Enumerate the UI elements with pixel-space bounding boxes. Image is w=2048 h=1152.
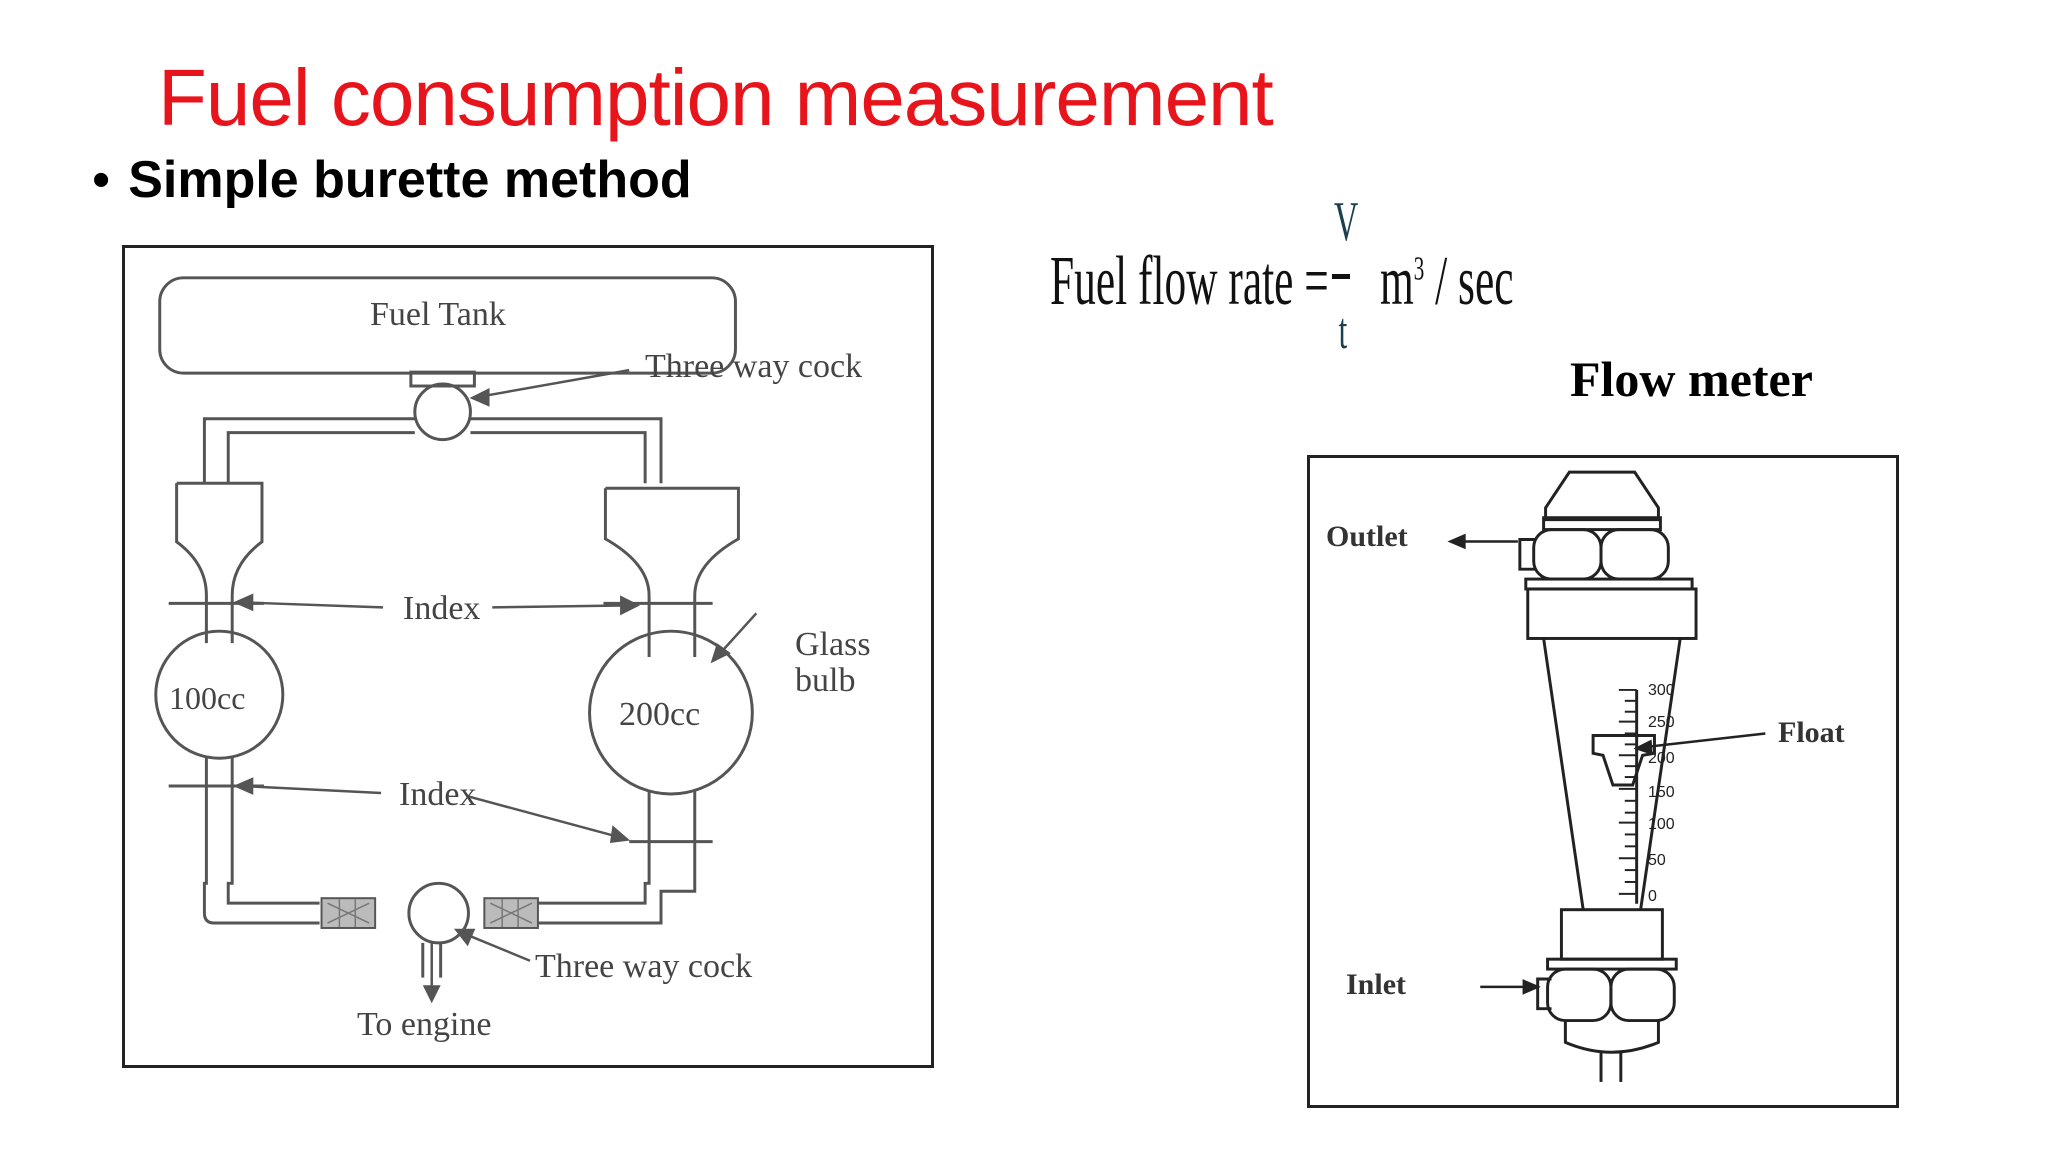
scale-250: 250: [1648, 714, 1675, 731]
top-three-way-cock: [413, 382, 472, 442]
bulb-200cc-label: 200cc: [619, 696, 701, 733]
bullet-symbol: •: [92, 151, 111, 209]
formula-unit: m3 / sec: [1380, 242, 1513, 322]
burette-diagram: Fuel Tank Three way cock Index Glass bul…: [122, 245, 934, 1068]
flow-meter-diagram: Outlet Inlet Float 300 250 200 150 100 5…: [1307, 455, 1899, 1108]
scale-0: 0: [1648, 888, 1657, 905]
fuel-flow-rate-formula: Fuel flow rate = V t m3 / sec: [1050, 190, 1530, 370]
filter-right: [483, 897, 539, 929]
slide-title: Fuel consumption measurement: [158, 53, 1274, 142]
bulb-100cc: [154, 629, 285, 760]
outlet-nut-right: [1599, 528, 1670, 581]
flow-meter-title: Flow meter: [1570, 351, 1813, 407]
float-label: Float: [1778, 716, 1845, 749]
formula-unit-base: m: [1380, 243, 1414, 320]
bullet-text: Simple burette method: [128, 151, 692, 209]
inlet-nut-right: [1609, 967, 1676, 1023]
inlet-label: Inlet: [1346, 968, 1406, 1001]
scale-300: 300: [1648, 682, 1675, 699]
inlet-nut-left: [1546, 967, 1613, 1023]
fuel-tank-label: Fuel Tank: [370, 296, 506, 333]
formula-lhs: Fuel flow rate =: [1050, 243, 1329, 320]
index-top-label: Index: [403, 590, 481, 627]
upper-collar: [1526, 587, 1698, 640]
bullet-item: • Simple burette method: [92, 150, 692, 210]
bottom-three-way-cock: [407, 881, 470, 945]
three-way-cock-bottom-label: Three way cock: [535, 948, 753, 985]
formula-numerator: V: [1334, 191, 1359, 253]
formula-fraction-bar: [1332, 274, 1350, 279]
formula-denominator: t: [1338, 303, 1348, 360]
outlet-nut-left: [1532, 528, 1603, 581]
glass-bulb-label-line2: bulb: [795, 662, 856, 699]
bulb-200cc: [588, 629, 754, 796]
index-bottom-label: Index: [399, 776, 477, 813]
scale-150: 150: [1648, 784, 1675, 801]
three-way-cock-top-label: Three way cock: [645, 348, 863, 385]
scale-200: 200: [1648, 750, 1675, 767]
flow-meter-drawing: [1447, 470, 1766, 1082]
scale-50: 50: [1648, 852, 1666, 869]
glass-bulb-label-line1: Glass: [795, 626, 871, 663]
formula-unit-rest: / sec: [1424, 243, 1514, 320]
float: [1591, 733, 1656, 787]
bulb-100cc-label: 100cc: [169, 680, 246, 716]
scale-100: 100: [1648, 816, 1675, 833]
formula-unit-exponent: 3: [1413, 250, 1425, 288]
burette-diagram-drawing: [154, 276, 758, 1004]
outlet-label: Outlet: [1326, 520, 1408, 553]
lower-collar: [1559, 908, 1664, 961]
to-engine-label: To engine: [357, 1006, 492, 1043]
